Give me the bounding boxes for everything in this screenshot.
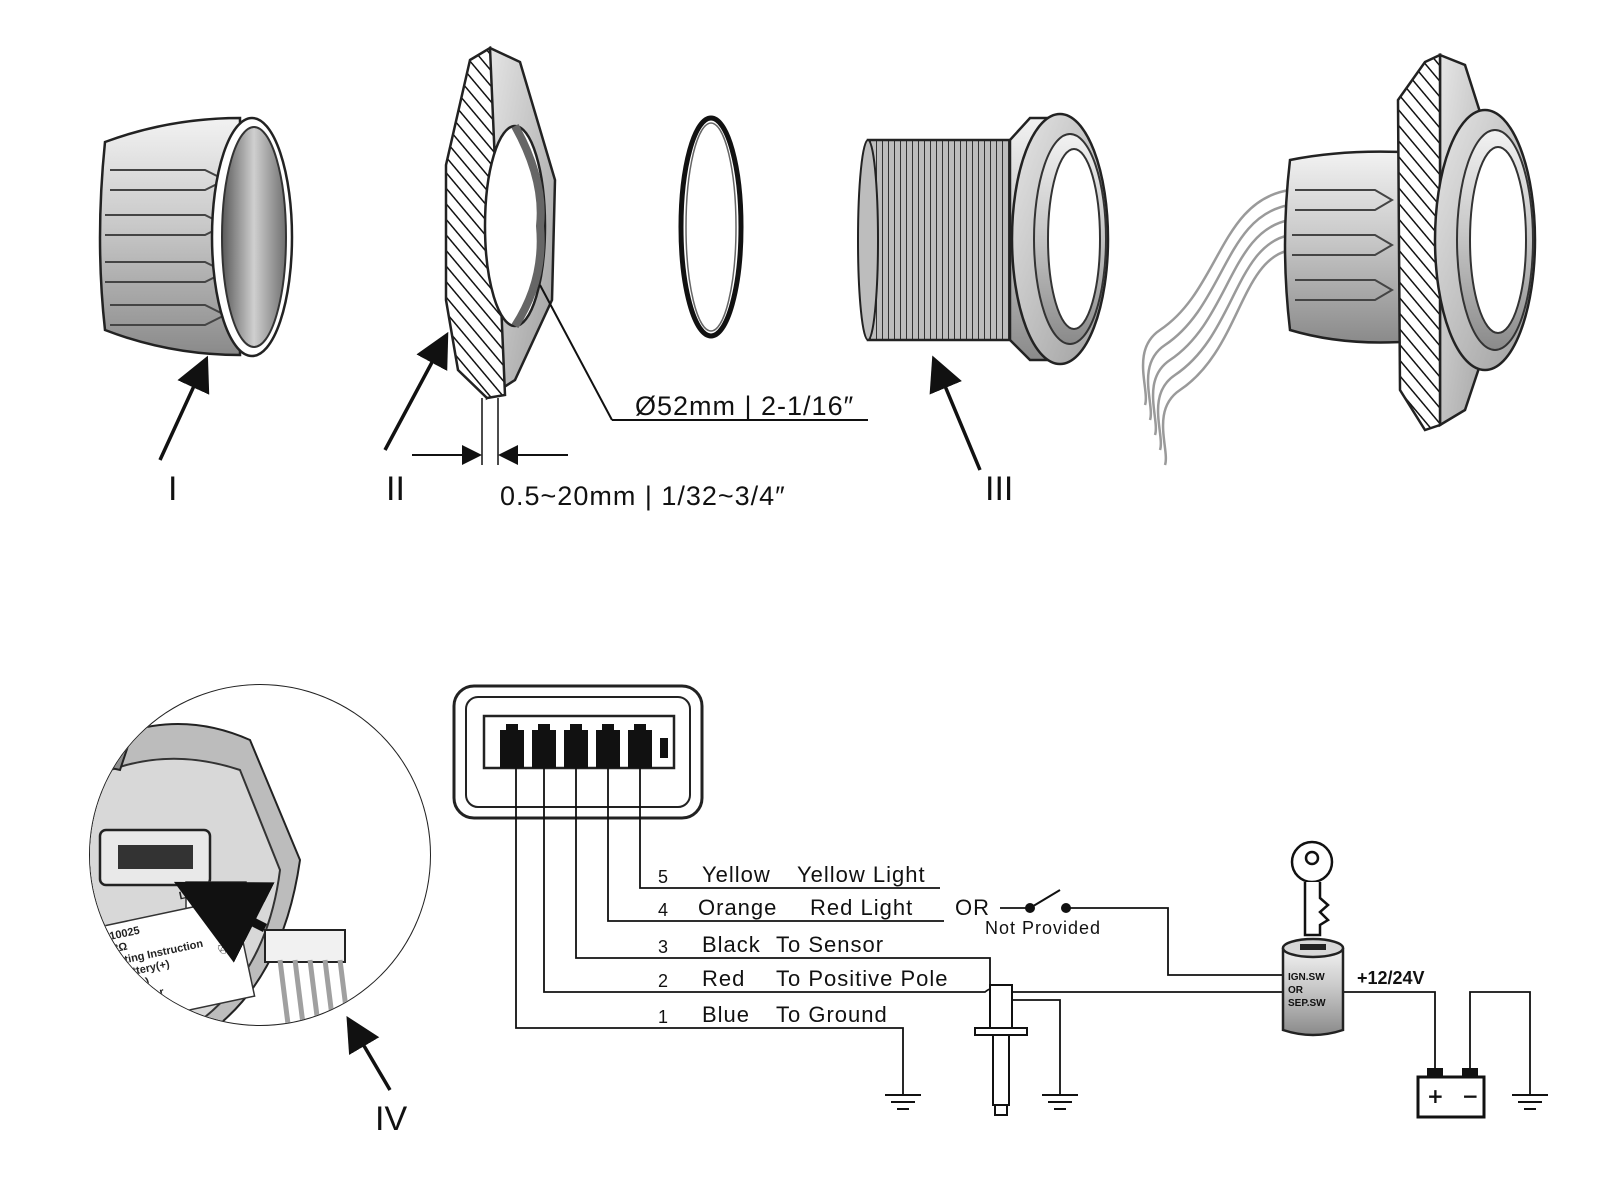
label-part-ii: II	[386, 470, 405, 508]
wire-2-function: To Positive Pole	[776, 966, 949, 991]
retaining-nut-part-i	[98, 116, 294, 461]
wire-1-color: Blue	[702, 1002, 750, 1027]
ground-symbol-3	[1512, 1094, 1548, 1110]
label-sticker-line9: UP	[100, 1036, 117, 1051]
connector-plug	[452, 684, 704, 820]
sensor	[974, 984, 1028, 1116]
label-sticker-line8: e---Yellow Light	[97, 1009, 179, 1038]
ign-line1: IGN.SW	[1288, 972, 1325, 983]
wire-4-color: Orange	[698, 895, 777, 920]
label-hole-diameter: Ø52mm | 2-1/16″	[635, 391, 854, 421]
mounting-bracket-part-ii	[383, 45, 868, 465]
recycle-icon: ♲	[216, 936, 236, 961]
wire-3-function: To Sensor	[776, 932, 884, 957]
wire-5-color: Yellow	[702, 862, 771, 887]
wire-labels: 5 Yellow Yellow Light 4 Orange Red Light…	[658, 862, 949, 1027]
ign-line3: SEP.SW	[1288, 998, 1326, 1009]
battery-minus-icon: −	[1462, 1084, 1479, 1108]
battery-plus-icon: +	[1427, 1084, 1444, 1108]
ground-symbol-2	[1042, 1094, 1078, 1110]
label-sticker-line6: Blue---Sensor	[92, 986, 166, 1013]
wire-3-number: 3	[658, 937, 669, 957]
not-provided-label: Not Provided	[985, 918, 1101, 938]
label-sticker-line2: 140~33Ω	[81, 941, 129, 962]
assembled-gauge	[1141, 53, 1537, 466]
label-panel-thickness: 0.5~20mm | 1/32~3/4″	[500, 481, 786, 511]
wire-5-function: Yellow Light	[797, 862, 926, 887]
ignition-switch: IGN.SW OR SEP.SW	[1281, 937, 1345, 1037]
label-sticker-line7: ck---Red Light	[95, 998, 170, 1025]
key-icon	[1290, 840, 1334, 937]
gauge-body-part-iii	[857, 112, 1110, 471]
wire-4-function: Red Light	[810, 895, 913, 920]
wire-2-number: 2	[658, 971, 669, 991]
wire-1-number: 1	[658, 1007, 669, 1027]
wire-3-color: Black	[702, 932, 761, 957]
label-part-iv: IV	[375, 1100, 407, 1138]
ign-line2: OR	[1288, 985, 1304, 996]
wire-4-number: 4	[658, 900, 669, 920]
wire-1-function: To Ground	[776, 1002, 888, 1027]
battery: + −	[1416, 1068, 1486, 1119]
label-part-i: I	[168, 470, 177, 508]
label-sticker-line5: ---Battery(-)	[89, 976, 150, 1000]
wire-5-number: 5	[658, 867, 669, 887]
o-ring	[678, 115, 744, 339]
or-label: OR	[955, 895, 990, 920]
label-part-iii: III	[985, 470, 1013, 508]
supply-voltage: +12/24V	[1357, 968, 1425, 988]
ground-symbol-1	[885, 1094, 921, 1110]
wire-2-color: Red	[702, 966, 745, 991]
connector-closeup: PFR 110025 140~33Ω Connecting Instructio…	[81, 684, 431, 1091]
optional-switch	[1025, 889, 1071, 913]
